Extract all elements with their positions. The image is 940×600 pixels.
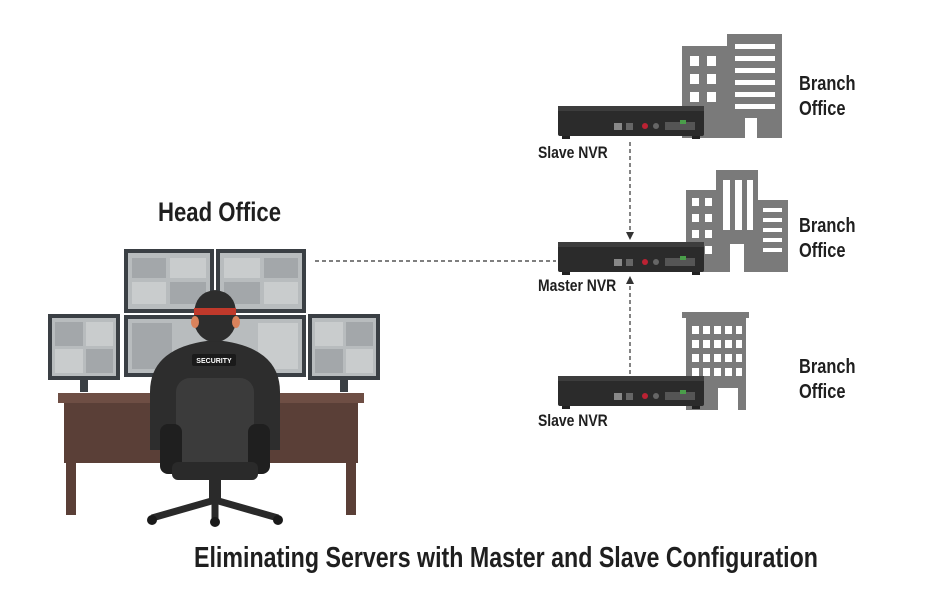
branch-office-label-3: Branch Office xyxy=(799,355,856,405)
monitor-right xyxy=(308,314,380,392)
master-nvr-device xyxy=(558,242,704,275)
arrow-up-icon xyxy=(626,276,634,284)
head-office-label: Head Office xyxy=(158,197,282,227)
security-badge-text: SECURITY xyxy=(196,358,232,365)
branch-office-line2: Office xyxy=(799,98,846,120)
slave-nvr-top-device xyxy=(558,106,704,139)
master-nvr-label: Master NVR xyxy=(538,276,617,295)
slave-nvr-bottom-device xyxy=(558,376,704,409)
branch-office-label-2: Branch Office xyxy=(799,214,856,264)
arrow-down-icon xyxy=(626,232,634,240)
security-station-illustration: SECURITY xyxy=(48,249,380,527)
branch-office-label-1: Branch Office xyxy=(799,72,856,122)
monitor-left xyxy=(48,314,120,392)
slave-nvr-top-label: Slave NVR xyxy=(538,143,608,162)
branch-office-line2: Office xyxy=(799,381,846,403)
slave-nvr-bottom-label: Slave NVR xyxy=(538,411,608,430)
branch-office-line2: Office xyxy=(799,240,846,262)
branch-office-line1: Branch xyxy=(799,73,856,95)
diagram-caption: Eliminating Servers with Master and Slav… xyxy=(194,542,818,574)
monitor-top-right xyxy=(216,249,306,313)
branch-office-line1: Branch xyxy=(799,215,856,237)
office-chair xyxy=(147,378,283,527)
branch-office-line1: Branch xyxy=(799,356,856,378)
